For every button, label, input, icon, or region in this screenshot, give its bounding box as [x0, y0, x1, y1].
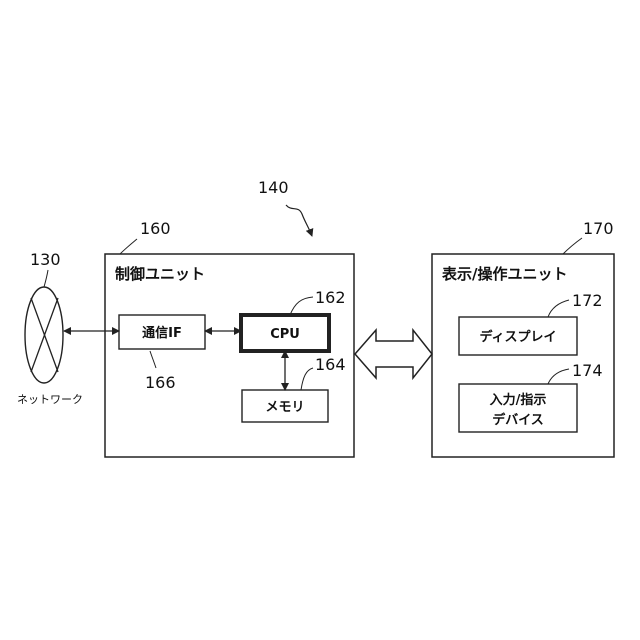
ref-control-unit-leader	[120, 239, 137, 254]
ref-system: 140	[258, 178, 289, 197]
cpu-label: CPU	[270, 327, 300, 342]
ref-display: 172	[572, 291, 603, 310]
ref-display-unit-leader	[563, 238, 582, 254]
ref-memory-leader	[301, 368, 313, 390]
ref-comm-if: 166	[145, 373, 176, 392]
ref-input-device: 174	[572, 361, 603, 380]
ref-display-leader	[548, 300, 569, 317]
ref-cpu: 162	[315, 288, 346, 307]
ref-network-leader	[44, 270, 48, 287]
ref-cpu-leader	[290, 297, 313, 315]
ref-input-device-leader	[548, 369, 569, 384]
network-label: ネットワーク	[17, 393, 83, 406]
network-cloud-icon	[25, 287, 63, 383]
unit-link-double-arrow	[355, 330, 432, 378]
ref-display-unit: 170	[583, 219, 614, 238]
ref-system-leader	[286, 205, 312, 236]
input-device-label-line2: デバイス	[492, 412, 544, 428]
control-unit-title: 制御ユニット	[115, 265, 205, 283]
ref-network: 130	[30, 250, 61, 269]
input-device-label-line1: 入力/指示	[490, 392, 547, 408]
display-unit-title: 表示/操作ユニット	[442, 265, 567, 283]
ref-comm-if-leader	[150, 351, 156, 368]
ref-control-unit: 160	[140, 219, 171, 238]
comm-if-label: 通信IF	[142, 325, 182, 341]
display-label: ディスプレイ	[479, 329, 556, 345]
ref-memory: 164	[315, 355, 346, 374]
memory-label: メモリ	[265, 400, 304, 415]
